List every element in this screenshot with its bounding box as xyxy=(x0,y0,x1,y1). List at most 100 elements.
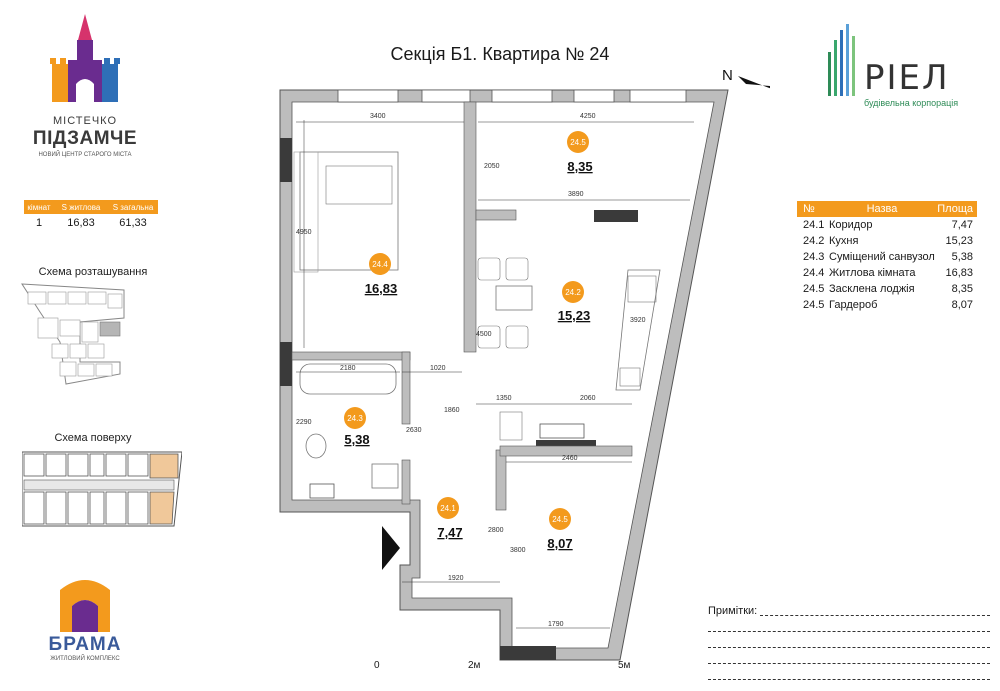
dimension-label: 4950 xyxy=(296,229,312,236)
dimension-label: 3890 xyxy=(568,191,584,198)
room-area-label: 15,23 xyxy=(558,308,591,323)
room-number: 24.1 xyxy=(803,219,825,231)
window xyxy=(629,89,687,103)
dimension-label: 3400 xyxy=(370,113,386,120)
room-number: 24.5 xyxy=(803,283,825,295)
floor-plan: N xyxy=(279,67,770,661)
dimension-label: 4250 xyxy=(580,113,596,120)
room-area: 8,07 xyxy=(951,299,973,311)
riel-stripes-icon xyxy=(828,24,855,96)
north-label: N xyxy=(722,67,733,84)
summary-total: 61,33 xyxy=(119,217,147,229)
interior-wall xyxy=(499,445,633,457)
dimension-label: 3920 xyxy=(630,317,646,324)
room-id: 24.4 xyxy=(372,260,388,269)
room-badge xyxy=(344,407,366,429)
summary-table: кімнат S житлова S загальна 1 16,83 61,3… xyxy=(24,200,158,232)
dimension-label: 2060 xyxy=(580,395,596,402)
gate-logo-icon xyxy=(60,580,110,632)
scale-label-2m: 2м xyxy=(468,660,481,671)
floor-scheme-caption: Схема поверху xyxy=(54,432,132,444)
room-id: 24.5 xyxy=(570,138,586,147)
riel-logo: РІЕЛ будівельна корпорація xyxy=(826,22,986,112)
chair xyxy=(505,325,529,349)
room-name: Кухня xyxy=(829,235,859,247)
window xyxy=(337,89,399,103)
room-area-label: 16,83 xyxy=(365,281,398,296)
room-name: Засклена лоджія xyxy=(829,283,915,295)
room-name: Житлова кімната xyxy=(829,267,916,279)
column xyxy=(594,210,638,222)
room-area-label: 7,47 xyxy=(437,525,462,540)
window xyxy=(573,89,615,103)
toilet xyxy=(305,433,327,459)
room-name: Суміщений санвузол xyxy=(829,251,935,263)
room-area: 7,47 xyxy=(951,219,973,231)
chair xyxy=(477,325,501,349)
riel-subtitle: будівельна корпорація xyxy=(864,98,959,108)
notes-line xyxy=(708,631,990,632)
stove-icon xyxy=(627,275,657,303)
washing-machine xyxy=(309,483,335,499)
dimension-label: 1860 xyxy=(444,407,460,414)
notes-label: Примітки: xyxy=(708,605,758,617)
notes-line xyxy=(708,647,990,648)
room-area-label: 8,35 xyxy=(567,159,592,174)
room-area-label: 8,07 xyxy=(547,536,572,551)
page-title: Секція Б1. Квартира № 24 xyxy=(390,44,610,64)
summary-rooms: 1 xyxy=(35,217,43,229)
room-badge xyxy=(369,253,391,275)
dimension-label: 1020 xyxy=(430,365,446,372)
location-scheme-caption: Схема розташування xyxy=(38,266,148,278)
interior-wall xyxy=(495,449,507,511)
utility-box xyxy=(499,411,523,441)
column xyxy=(500,646,556,660)
table-row: 24.4 Житлова кімната 16,83 xyxy=(797,265,977,281)
dimension-label: 4500 xyxy=(476,331,492,338)
brama-subtitle: ЖИТЛОВИЙ КОМПЛЕКС xyxy=(50,656,120,662)
bathroom-sink xyxy=(371,463,399,489)
notes-line xyxy=(760,615,990,616)
room-area: 5,38 xyxy=(951,251,973,263)
bed-pillows xyxy=(325,165,393,205)
dimension-label: 1350 xyxy=(496,395,512,402)
interior-wall xyxy=(401,459,411,505)
summary-header-total: S загальна xyxy=(112,202,154,212)
sink-icon xyxy=(619,367,641,387)
bed xyxy=(299,151,399,271)
riel-name: РІЕЛ xyxy=(864,58,950,98)
interior-wall xyxy=(401,351,411,425)
room-number: 24.5 xyxy=(803,299,825,311)
dimension-label: 2630 xyxy=(406,427,422,434)
scale-labels: 0 2м 5м xyxy=(360,660,660,674)
logo-line-2: ПІДЗАМЧЕ xyxy=(32,128,138,149)
rooms-header-number: № xyxy=(803,203,815,215)
dimension-label: 2800 xyxy=(488,527,504,534)
bathtub xyxy=(299,363,397,395)
entrance-arrow-icon xyxy=(382,526,400,570)
notes-section: Примітки: xyxy=(708,605,998,680)
dimension-label: 2050 xyxy=(484,163,500,170)
room-number: 24.2 xyxy=(803,235,825,247)
rooms-table-header: № Назва Площа xyxy=(797,201,977,217)
chair xyxy=(505,257,529,281)
table-row: 24.5 Гардероб 8,07 xyxy=(797,297,977,313)
scale-label-5m: 5м xyxy=(618,660,631,671)
dining-table xyxy=(495,285,533,311)
summary-row: 1 16,83 61,33 xyxy=(24,214,158,232)
wardrobe xyxy=(293,151,319,273)
floor-scheme-diagram xyxy=(22,451,182,527)
utility-panel xyxy=(539,423,585,439)
chair xyxy=(477,257,501,281)
room-number: 24.4 xyxy=(803,267,825,279)
rooms-header-area: Площа xyxy=(937,203,973,215)
dimension-lines xyxy=(296,120,694,629)
interior-wall xyxy=(475,209,517,221)
castle-logo-icon xyxy=(50,14,120,102)
summary-living: 16,83 xyxy=(67,217,95,229)
kitchen-counter xyxy=(615,269,661,391)
room-id: 24.5 xyxy=(552,515,568,524)
window xyxy=(491,89,553,103)
brama-logo: БРАМА ЖИТЛОВИЙ КОМПЛЕКС xyxy=(30,576,140,666)
rooms-header-name: Назва xyxy=(866,203,898,215)
